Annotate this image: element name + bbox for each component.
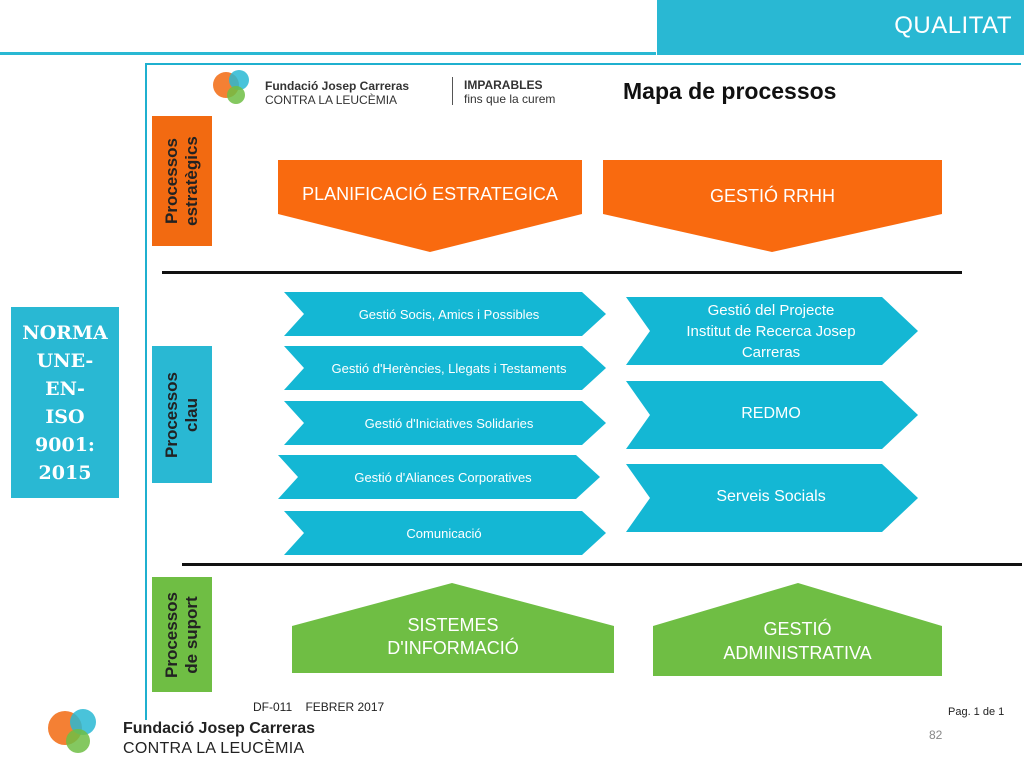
header-title: QUALITAT <box>894 12 1012 39</box>
footer-logo-icon <box>48 709 108 757</box>
key-process-label: Gestió Socis, Amics i Possibles <box>358 306 540 322</box>
key-left-shape-2 <box>284 346 606 390</box>
support-process-label: GESTIÓ ADMINISTRATIVA <box>723 619 872 663</box>
norma-badge: NORMA UNE- EN- ISO 9001: 2015 <box>11 307 119 498</box>
section-label-support: Processos de suport <box>152 577 212 692</box>
separator-key-support <box>182 563 1022 566</box>
key-left-shape-1 <box>284 292 606 336</box>
key-process-label: Gestió d'Aliances Corporatives <box>354 469 532 485</box>
doc-logo-subtitle: CONTRA LA LEUCÈMIA <box>265 93 398 107</box>
strategic-shape-1 <box>278 160 582 252</box>
key-right-shape-3 <box>626 464 918 532</box>
key-left-shape-3 <box>284 401 606 445</box>
key-process-label: Gestió d'Herències, Llegats i Testaments <box>331 360 567 376</box>
key-process-label: Gestió d'Iniciatives Solidaries <box>364 415 534 431</box>
section-label-key: Processos clau <box>152 346 212 483</box>
header-underline <box>0 52 656 55</box>
doc-logo-name: Fundació Josep Carreras <box>265 79 410 93</box>
strategic-process-label: GESTIÓ RRHH <box>709 185 835 206</box>
separator-strategic-key <box>162 271 962 274</box>
key-process-label: Gestió del Projecte Institut de Recerca … <box>686 301 856 361</box>
footer-logo-name: Fundació Josep Carreras <box>123 720 316 737</box>
doc-title: Mapa de processos <box>623 78 837 104</box>
support-process-label: SISTEMES D'INFORMACIÓ <box>387 615 519 658</box>
strategic-shape-2 <box>603 160 942 252</box>
key-left-shape-4 <box>278 455 600 499</box>
footer-logo-subtitle: CONTRA LA LEUCÈMIA <box>123 740 305 757</box>
doc-code: DF-011 FEBRER 2017 <box>253 700 385 714</box>
header-tab: QUALITAT <box>657 0 1024 55</box>
support-shape-2 <box>653 583 942 676</box>
imparables-title: IMPARABLES <box>464 78 543 92</box>
doc-logo-icon <box>213 70 259 106</box>
imparables-subtitle: fins que la curem <box>464 92 556 106</box>
key-right-shape-1 <box>626 297 918 365</box>
key-right-shape-2 <box>626 381 918 449</box>
doc-page-of: Pag. 1 de 1 <box>948 706 1005 718</box>
key-process-label: Serveis Socials <box>716 488 826 505</box>
slide-number: 82 <box>929 728 943 742</box>
key-left-shape-5 <box>284 511 606 555</box>
strategic-process-label: PLANIFICACIÓ ESTRATEGICA <box>302 183 558 204</box>
key-process-label: REDMO <box>741 405 801 422</box>
key-process-label: Comunicació <box>406 525 482 541</box>
section-label-strategic: Processos estratègics <box>152 116 212 246</box>
support-shape-1 <box>292 583 614 673</box>
doc-logo-divider <box>452 77 453 105</box>
